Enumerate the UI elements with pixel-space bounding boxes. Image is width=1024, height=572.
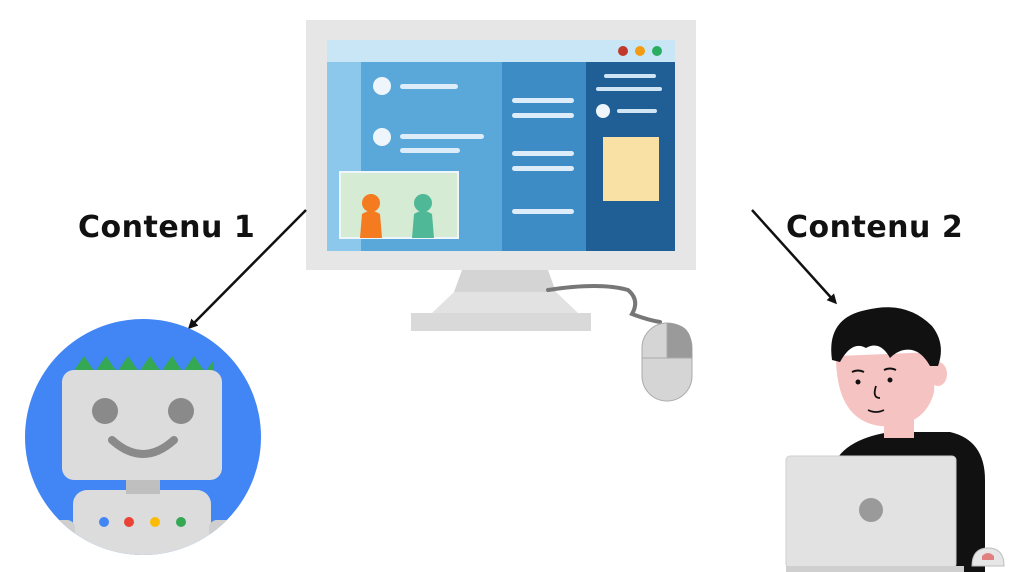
mouse-cable (546, 284, 662, 324)
image-card (339, 171, 459, 239)
text-line (617, 109, 657, 113)
person-face (836, 352, 936, 427)
person-with-laptop-icon (785, 307, 1005, 572)
mouse-icon (546, 284, 693, 402)
robot-dot-green (176, 517, 186, 527)
person-orange-icon (360, 194, 382, 238)
monitor-base (411, 313, 591, 331)
robot-arm-right (209, 520, 239, 555)
robot-head (62, 370, 222, 480)
robot-eye-right (168, 398, 194, 424)
person-eyebrow-right (883, 367, 897, 371)
person-eye-right (887, 377, 893, 383)
monitor-foot (432, 292, 578, 313)
robot-neck (126, 478, 160, 494)
robot-icon (25, 319, 261, 555)
window-minimize-dot (635, 46, 645, 56)
avatar-circle (373, 128, 391, 146)
text-line (512, 113, 574, 118)
person-nose (873, 385, 881, 399)
label-content-1: Contenu 1 (78, 210, 256, 245)
small-mouse-button (982, 553, 994, 560)
mouse-right-button (667, 323, 692, 358)
text-line (512, 151, 574, 156)
sticky-note (603, 137, 659, 201)
monitor-neck (454, 270, 556, 292)
robot-arm-left (45, 520, 75, 555)
robot-dot-blue (99, 517, 109, 527)
robot-dot-yellow (150, 517, 160, 527)
text-line (596, 87, 662, 91)
robot-smile (108, 436, 178, 458)
text-line (512, 98, 574, 103)
arrow-to-person (751, 209, 838, 305)
avatar-circle (596, 104, 610, 118)
robot-eye-left (92, 398, 118, 424)
person-eye-left (855, 379, 861, 385)
avatar-circle (373, 77, 391, 95)
robot-body (73, 490, 211, 555)
robot-dot-red (124, 517, 134, 527)
window-maximize-dot (652, 46, 662, 56)
person-hair (831, 307, 941, 366)
monitor-icon (306, 20, 696, 331)
person-mouth (867, 409, 885, 413)
text-line (512, 166, 574, 171)
robot-hair (73, 356, 214, 374)
arrow-to-robot (187, 209, 307, 330)
window-close-dot (618, 46, 628, 56)
text-line (512, 209, 574, 214)
laptop-logo (859, 498, 883, 522)
text-line (400, 148, 460, 153)
panel-mid (502, 62, 586, 251)
text-line (400, 134, 484, 139)
person-teal-icon (412, 194, 434, 238)
laptop-base (786, 566, 964, 572)
text-line (400, 84, 458, 89)
label-content-2: Contenu 2 (786, 210, 964, 245)
person-eyebrow-left (851, 369, 865, 373)
window-title-bar (327, 40, 675, 62)
text-line (604, 74, 656, 78)
